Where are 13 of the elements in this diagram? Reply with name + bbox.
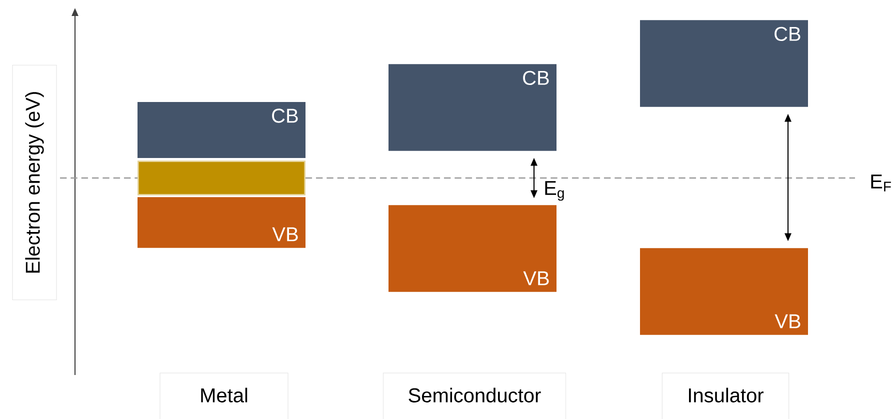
category-box: Semiconductor <box>382 372 566 419</box>
band-box: CB <box>640 20 808 107</box>
band-box: VB <box>388 205 556 292</box>
band-box: CB <box>138 102 306 158</box>
fermi-level-label: E$_{F}$ <box>871 174 891 192</box>
band-box: CB <box>388 64 556 151</box>
band-bar <box>138 160 306 196</box>
category-box: Metal <box>160 372 288 419</box>
band-box: VB <box>138 197 306 248</box>
category-box: Insulator <box>662 372 790 419</box>
band-box: VB <box>640 248 808 335</box>
axis-label-box: Electron energy (eV) <box>12 64 57 300</box>
edge-label: E$_{g}$ <box>542 180 567 202</box>
